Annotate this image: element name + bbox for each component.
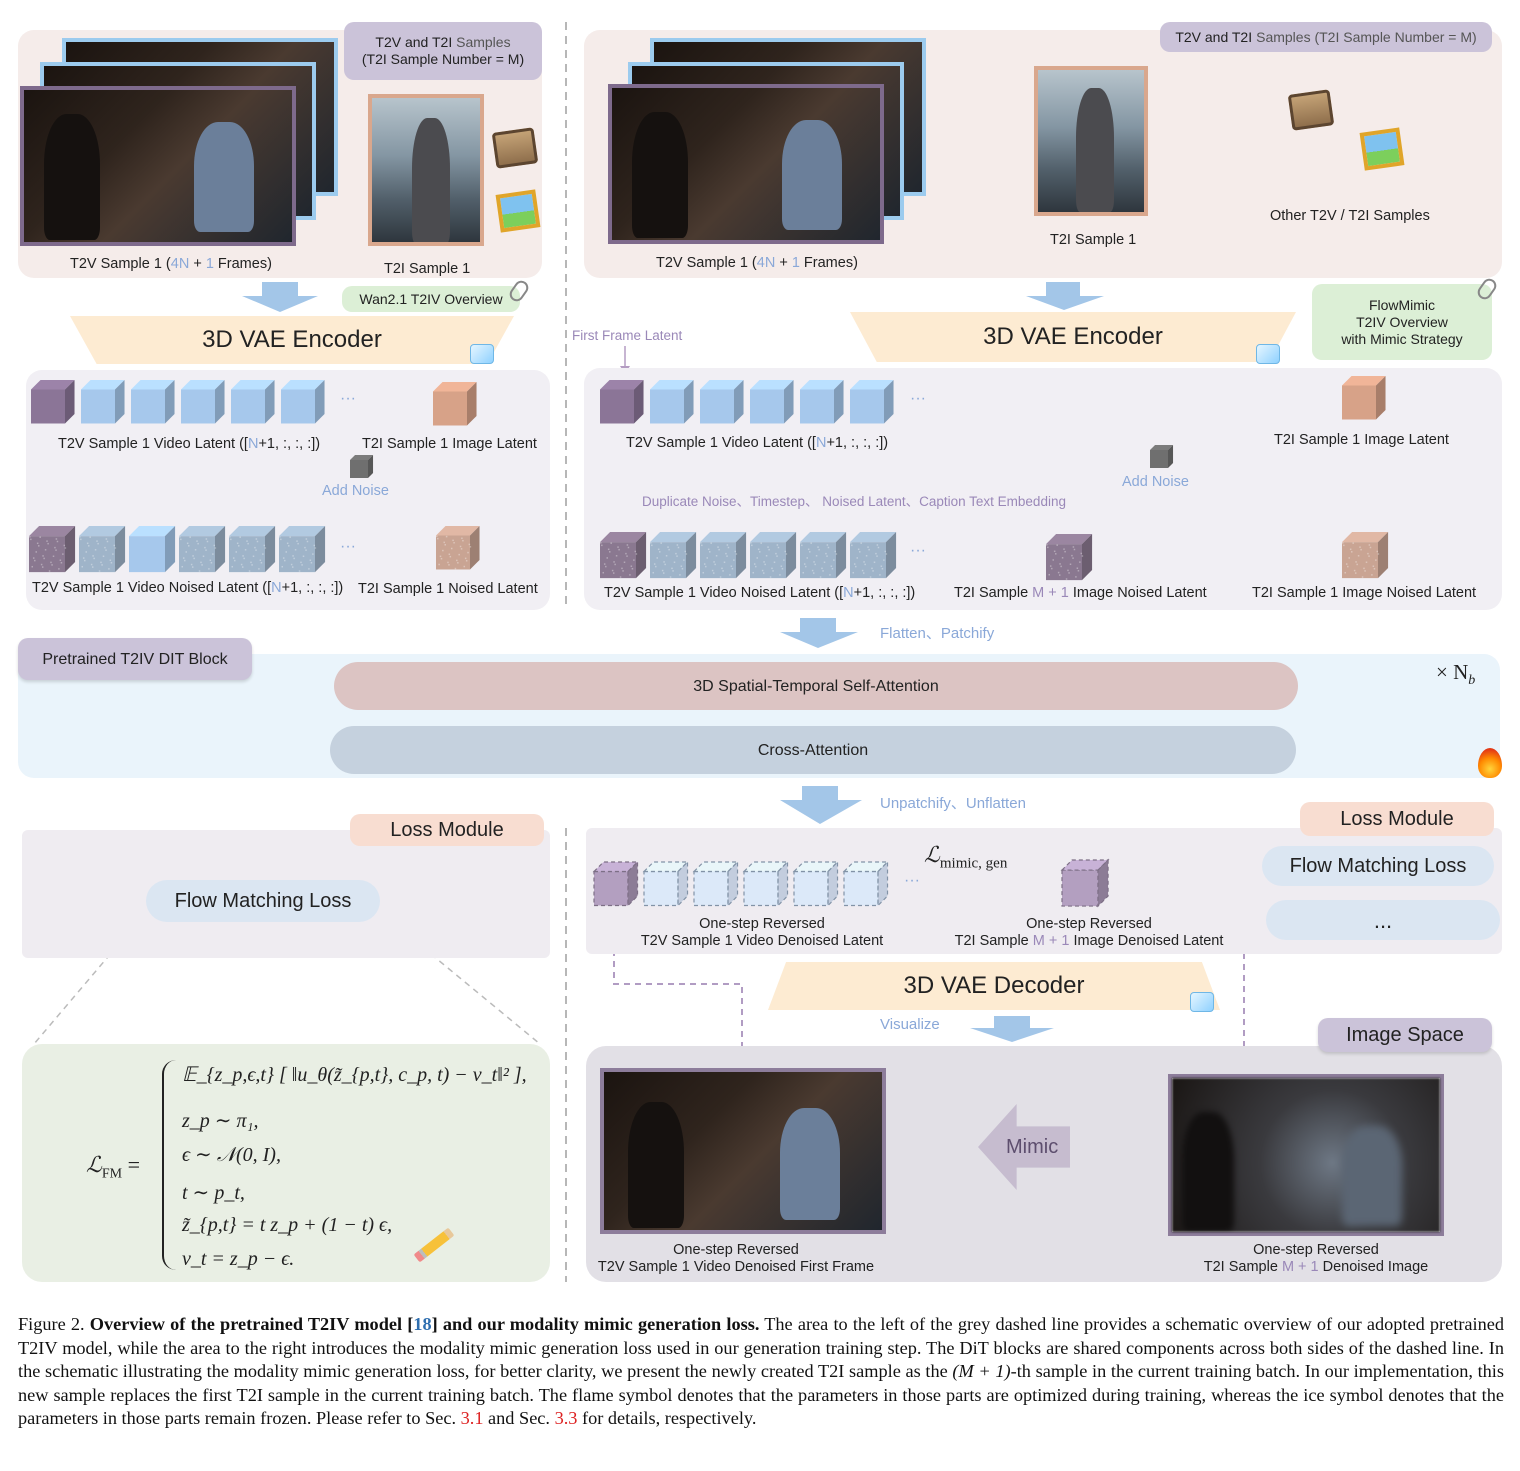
flame-icon bbox=[1478, 748, 1502, 778]
right-add-noise-label: Add Noise bbox=[1122, 474, 1189, 490]
left-vae-encoder: 3D VAE Encoder bbox=[70, 316, 514, 364]
mimic-loss-label: ℒmimic, gen bbox=[924, 842, 1008, 872]
fm-equation-lhs: ℒFM = bbox=[86, 1152, 141, 1182]
dit-block-tag: Pretrained T2IV DIT Block bbox=[18, 638, 252, 680]
right-latent-panel bbox=[584, 368, 1502, 610]
right-t2i-caption: T2I Sample 1 bbox=[1050, 232, 1137, 248]
left-fm-pill: Flow Matching Loss bbox=[146, 880, 380, 922]
down-arrow-right-encoder bbox=[1026, 282, 1104, 310]
right-loss-tag: Loss Module bbox=[1300, 802, 1494, 836]
ice-cube-icon bbox=[470, 344, 494, 364]
film-reel-icon-right bbox=[1287, 89, 1335, 131]
fm-equation-line-6: v_t = z_p − ϵ. bbox=[182, 1248, 295, 1270]
right-other-caption: Other T2V / T2I Samples bbox=[1270, 208, 1430, 224]
fm-equation-panel bbox=[22, 1044, 550, 1282]
down-arrow-unpatchify bbox=[780, 786, 862, 824]
figure-caption: Figure 2. Overview of the pretrained T2I… bbox=[18, 1314, 1504, 1429]
right-fm-pill: Flow Matching Loss bbox=[1262, 846, 1494, 886]
picture-frame-icon-right bbox=[1359, 127, 1405, 171]
fm-equation-line-1: 𝔼_{z_p,ϵ,t} [ ‖u_θ(z̃_{p,t}, c_p, t) − v… bbox=[182, 1064, 527, 1086]
left-latent-ellipsis: ··· bbox=[340, 390, 356, 407]
down-arrow-flatten bbox=[780, 618, 858, 648]
right-vae-encoder: 3D VAE Encoder bbox=[850, 312, 1296, 362]
fm-equation-line-5: z̃_{p,t} = t z_p + (1 − t) ϵ, bbox=[182, 1214, 393, 1236]
film-reel-icon bbox=[491, 127, 539, 169]
self-attention-bar: 3D Spatial-Temporal Self-Attention bbox=[334, 662, 1298, 710]
fm-equation-line-3: ϵ ∼ 𝒩(0, I), bbox=[182, 1144, 281, 1166]
visualize-label: Visualize bbox=[880, 1016, 940, 1033]
fm-equation-line-4: t ∼ p_t, bbox=[182, 1182, 245, 1204]
left-add-noise-label: Add Noise bbox=[322, 483, 389, 499]
reversed-image-caption: One-step Reversed T2I Sample M + 1 Image… bbox=[954, 916, 1224, 949]
left-latent-row bbox=[30, 378, 330, 424]
left-image-latent-label: T2I Sample 1 Image Latent bbox=[362, 436, 537, 452]
left-t2v-caption: T2V Sample 1 (4N + 1 Frames) bbox=[70, 256, 272, 272]
left-noised-ellipsis: ··· bbox=[340, 538, 356, 555]
fm-equation-brace bbox=[162, 1060, 180, 1270]
first-frame-image bbox=[600, 1068, 886, 1234]
right-image-noised-label: T2I Sample 1 Image Noised Latent bbox=[1252, 585, 1477, 601]
right-t2i-frame bbox=[1034, 66, 1148, 216]
image-space-tag: Image Space bbox=[1318, 1018, 1492, 1052]
picture-frame-icon bbox=[495, 189, 541, 233]
m1-noised-label: T2I Sample M + 1 Image Noised Latent bbox=[954, 585, 1207, 601]
left-samples-tag: T2V and T2I Samples (T2I Sample Number =… bbox=[344, 22, 542, 80]
left-video-noised-label: T2V Sample 1 Video Noised Latent ([N+1, … bbox=[32, 580, 344, 596]
right-video-latent-label: T2V Sample 1 Video Latent ([N+1, :, :, :… bbox=[626, 435, 889, 451]
left-overview-tag: Wan2.1 T2IV Overview bbox=[342, 286, 520, 312]
right-noised-ellipsis: ··· bbox=[910, 542, 926, 559]
right-samples-tag: T2V and T2I Samples (T2I Sample Number =… bbox=[1160, 22, 1492, 52]
mimic-label: Mimic bbox=[1006, 1136, 1059, 1158]
left-t2i-caption: T2I Sample 1 bbox=[384, 261, 471, 277]
zoom-line-left bbox=[33, 911, 147, 1045]
left-t2i-frame bbox=[368, 94, 484, 246]
left-video-latent-label: T2V Sample 1 Video Latent ([N+1, :, :, :… bbox=[58, 436, 321, 452]
fm-equation-line-2: z_p ∼ π₁, bbox=[182, 1110, 259, 1132]
duplicate-label: Duplicate Noise、Timestep、 Noised Latent、… bbox=[642, 494, 1066, 509]
denoised-ellipsis: ··· bbox=[904, 872, 920, 889]
ice-cube-icon-right bbox=[1256, 344, 1280, 364]
unpatchify-label: Unpatchify、Unflatten bbox=[880, 795, 1026, 812]
right-video-noised-label: T2V Sample 1 Video Noised Latent ([N+1, … bbox=[604, 585, 916, 601]
down-arrow-left-encoder bbox=[242, 282, 318, 312]
down-arrow-visualize bbox=[970, 1016, 1054, 1042]
left-video-frame-front bbox=[20, 86, 296, 246]
left-loss-tag: Loss Module bbox=[350, 814, 544, 846]
ice-cube-icon-decoder bbox=[1190, 992, 1214, 1012]
right-more-pill: ... bbox=[1266, 900, 1500, 940]
right-image-latent-label: T2I Sample 1 Image Latent bbox=[1274, 432, 1449, 448]
denoised-image-caption: One-step Reversed T2I Sample M + 1 Denoi… bbox=[1203, 1242, 1429, 1275]
flatten-label: Flatten、Patchify bbox=[880, 625, 995, 642]
cross-attention-bar: Cross-Attention bbox=[330, 726, 1296, 774]
right-t2v-caption: T2V Sample 1 (4N + 1 Frames) bbox=[656, 255, 858, 271]
vae-decoder: 3D VAE Decoder bbox=[768, 962, 1220, 1010]
right-latent-ellipsis: ··· bbox=[910, 390, 926, 407]
denoised-image bbox=[1168, 1074, 1444, 1236]
repeat-label: × Nb bbox=[1436, 660, 1476, 689]
right-video-frame-front bbox=[608, 84, 884, 244]
first-frame-latent-label: First Frame Latent bbox=[572, 328, 683, 343]
left-image-noised-label: T2I Sample 1 Noised Latent bbox=[358, 581, 538, 597]
